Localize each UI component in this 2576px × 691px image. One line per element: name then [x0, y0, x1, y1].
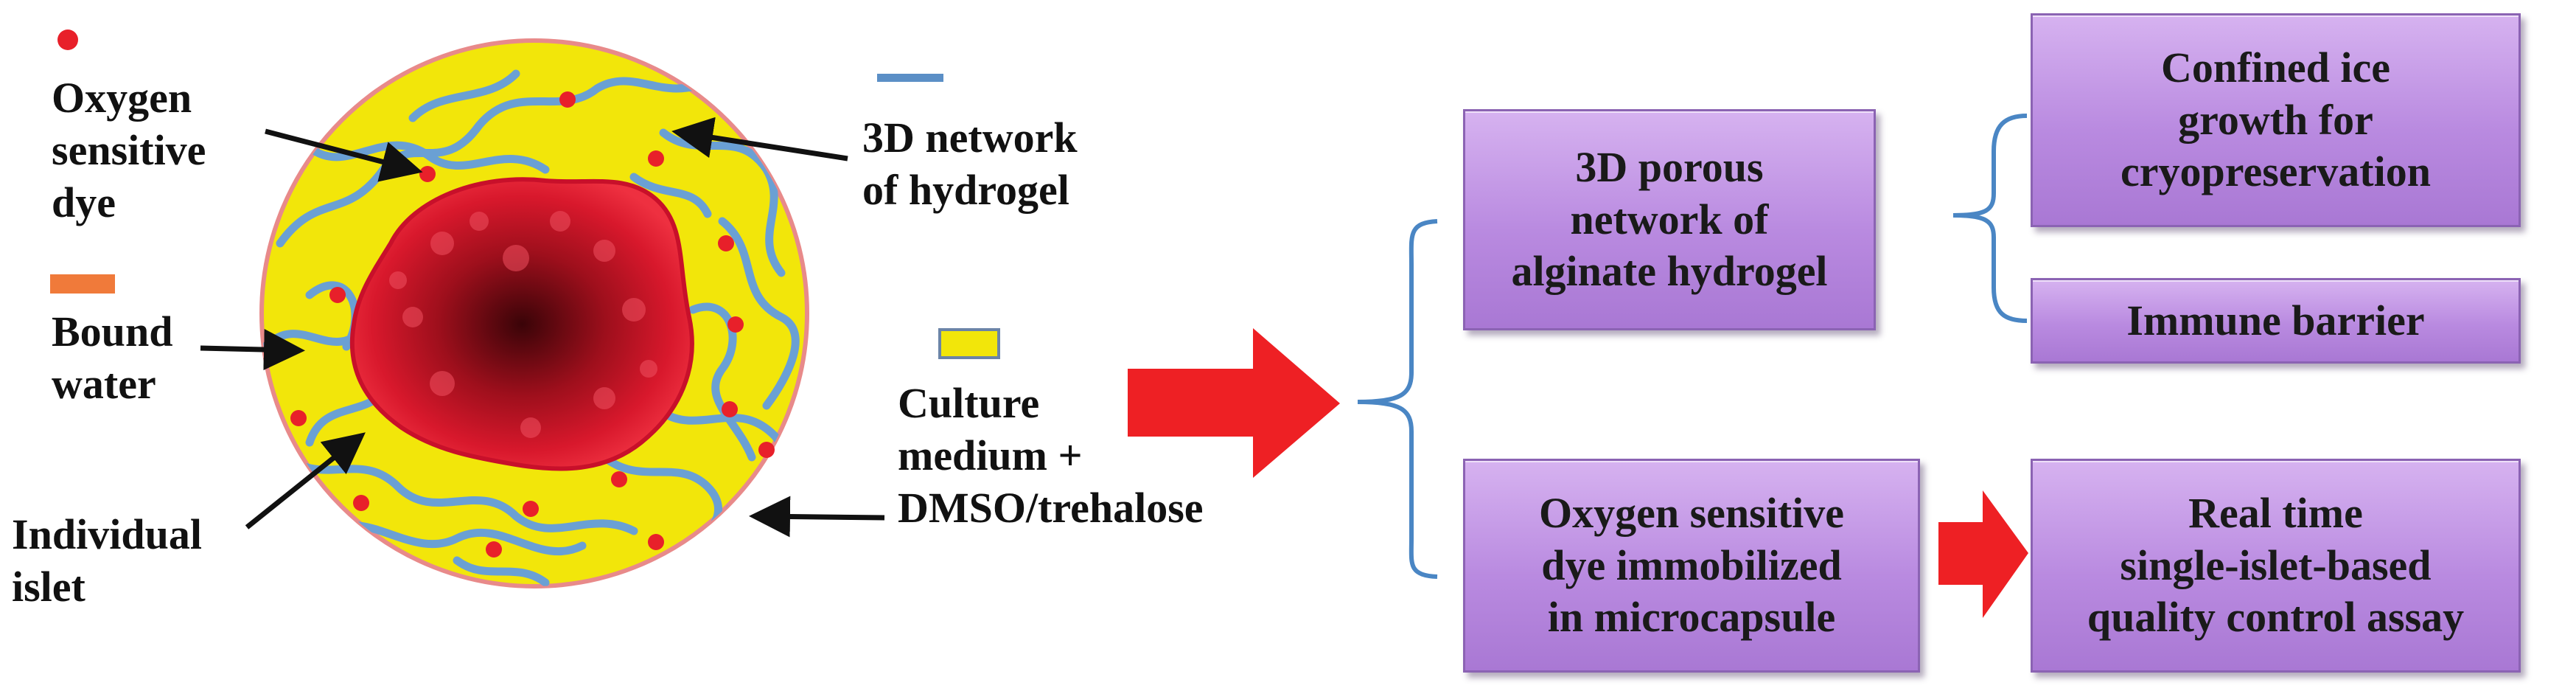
dye-dots: [290, 91, 775, 558]
sub-bracket: [1952, 114, 2028, 323]
legend-dye-dot: [57, 29, 78, 50]
label-arrows: [200, 117, 885, 538]
box-real-time-assay-text: Real time single-islet-based quality con…: [2087, 488, 2465, 642]
box-confined-ice: Confined ice growth for cryopreservation: [2031, 13, 2521, 227]
label-network-hydrogel: 3D network of hydrogel: [862, 114, 1078, 214]
label-oxygen-dye: Oxygen sensitive dye: [52, 74, 206, 226]
legend-medium-swatch: [938, 328, 1000, 359]
box-immune-barrier-text: Immune barrier: [2126, 296, 2425, 344]
label-individual-islet: Individual islet: [12, 510, 202, 611]
box-confined-ice-text: Confined ice growth for cryopreservation: [2121, 43, 2431, 196]
main-arrow: [1128, 328, 1340, 478]
legend-bound-water-swatch: [50, 274, 115, 294]
label-bound-water: Bound water: [52, 308, 173, 408]
box-oxygen-immobilized-text: Oxygen sensitive dye immobilized in micr…: [1538, 488, 1845, 642]
legend-hydrogel-swatch: [877, 74, 943, 82]
main-bracket: [1357, 219, 1438, 579]
microcapsule: [259, 38, 809, 588]
box-porous-network-text: 3D porous network of alginate hydrogel: [1511, 142, 1828, 296]
assay-arrow: [1938, 490, 2028, 618]
label-culture-medium: Culture medium + DMSO/trehalose: [898, 379, 1204, 532]
box-porous-network: 3D porous network of alginate hydrogel: [1463, 109, 1876, 330]
box-immune-barrier: Immune barrier: [2031, 278, 2521, 364]
box-real-time-assay: Real time single-islet-based quality con…: [2031, 459, 2521, 673]
islet: [349, 177, 694, 471]
box-oxygen-immobilized: Oxygen sensitive dye immobilized in micr…: [1463, 459, 1920, 673]
